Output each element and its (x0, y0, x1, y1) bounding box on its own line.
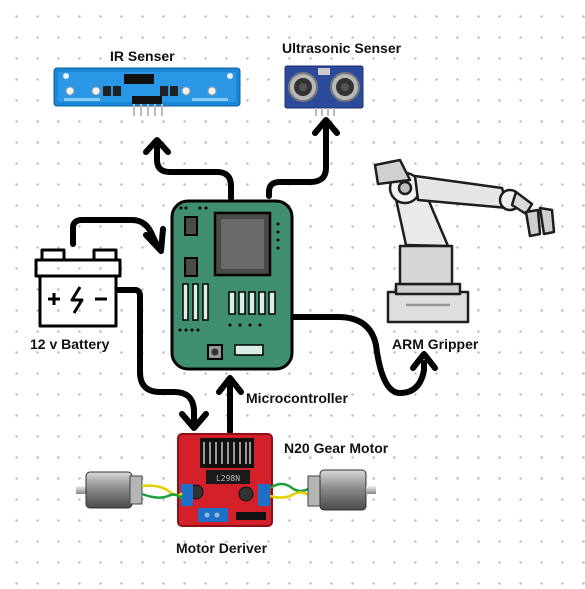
connection-arrows (70, 117, 438, 435)
arrow-mcu-to-ultrasonic (266, 119, 329, 199)
motor-driver-label: Motor Deriver (176, 540, 268, 556)
arrow-head (216, 375, 244, 395)
arrow-head (143, 226, 166, 254)
ultrasonic-sensor-icon (284, 65, 364, 116)
gear-motor-label: N20 Gear Motor (284, 440, 389, 456)
microcontroller-board-icon (170, 199, 294, 371)
arrow-head (179, 411, 209, 431)
arm-gripper-label: ARM Gripper (392, 336, 479, 352)
arrow-mcu-to-arm (288, 314, 427, 396)
arrow-battery-to-driver (115, 287, 197, 428)
robot-arm-icon (373, 158, 556, 324)
arrow-battery-to-mcu (70, 217, 161, 250)
battery-icon (34, 248, 122, 328)
right-dc-motor-icon (269, 469, 376, 511)
microcontroller-label: Microcontroller (246, 390, 348, 406)
ir-sensor-board-icon (53, 67, 241, 116)
ultrasonic-sensor-label: Ultrasonic Senser (282, 40, 402, 56)
svg-text:L298N: L298N (216, 474, 240, 483)
arrow-head (312, 117, 340, 136)
ir-sensor-label: IR Senser (110, 48, 175, 64)
arrow-mcu-to-ir (154, 140, 234, 201)
left-dc-motor-icon (76, 471, 183, 509)
l298n-driver-board-icon: L298N (177, 433, 273, 527)
battery-label: 12 v Battery (30, 336, 110, 352)
arrow-head (143, 137, 171, 155)
arrow-head (410, 351, 438, 371)
